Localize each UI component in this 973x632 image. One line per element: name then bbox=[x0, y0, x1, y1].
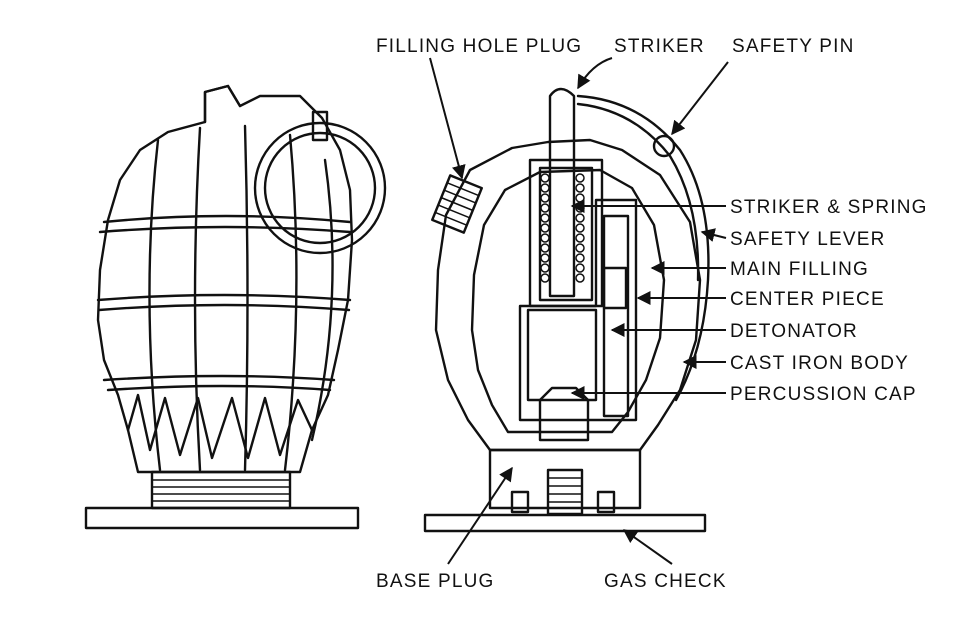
label-main-filling: MAIN FILLING bbox=[730, 259, 869, 280]
label-striker-spring: STRIKER & SPRING bbox=[730, 197, 928, 218]
safety-pin-part bbox=[652, 134, 676, 158]
detonator-part bbox=[602, 266, 628, 310]
label-filling-hole-plug: FILLING HOLE PLUG bbox=[376, 36, 582, 57]
label-cast-iron-body: CAST IRON BODY bbox=[730, 353, 909, 374]
exterior-pin-ring bbox=[253, 121, 387, 255]
exterior-body bbox=[96, 84, 354, 474]
striker-spring-part bbox=[540, 173, 585, 283]
label-safety-pin: SAFETY PIN bbox=[732, 36, 855, 57]
label-safety-lever: SAFETY LEVER bbox=[730, 229, 886, 250]
label-gas-check: GAS CHECK bbox=[604, 571, 727, 592]
striker-part bbox=[548, 87, 576, 298]
label-base-plug: BASE PLUG bbox=[376, 571, 495, 592]
cross-section-view bbox=[423, 87, 710, 533]
label-detonator: DETONATOR bbox=[730, 321, 858, 342]
label-percussion-cap: PERCUSSION CAP bbox=[730, 384, 917, 405]
exterior-view bbox=[84, 84, 387, 530]
safety-lever-part bbox=[576, 94, 710, 402]
exterior-thread bbox=[150, 470, 292, 510]
center-piece-part bbox=[518, 198, 638, 422]
labels: FILLING HOLE PLUG STRIKER SAFETY PIN STR… bbox=[376, 36, 928, 592]
gas-check-plate bbox=[423, 513, 707, 533]
label-striker: STRIKER bbox=[614, 36, 705, 57]
label-center-piece: CENTER PIECE bbox=[730, 289, 885, 310]
leader-lines bbox=[429, 57, 729, 565]
exterior-base-plate bbox=[84, 506, 360, 530]
base-plug-part bbox=[488, 448, 642, 510]
